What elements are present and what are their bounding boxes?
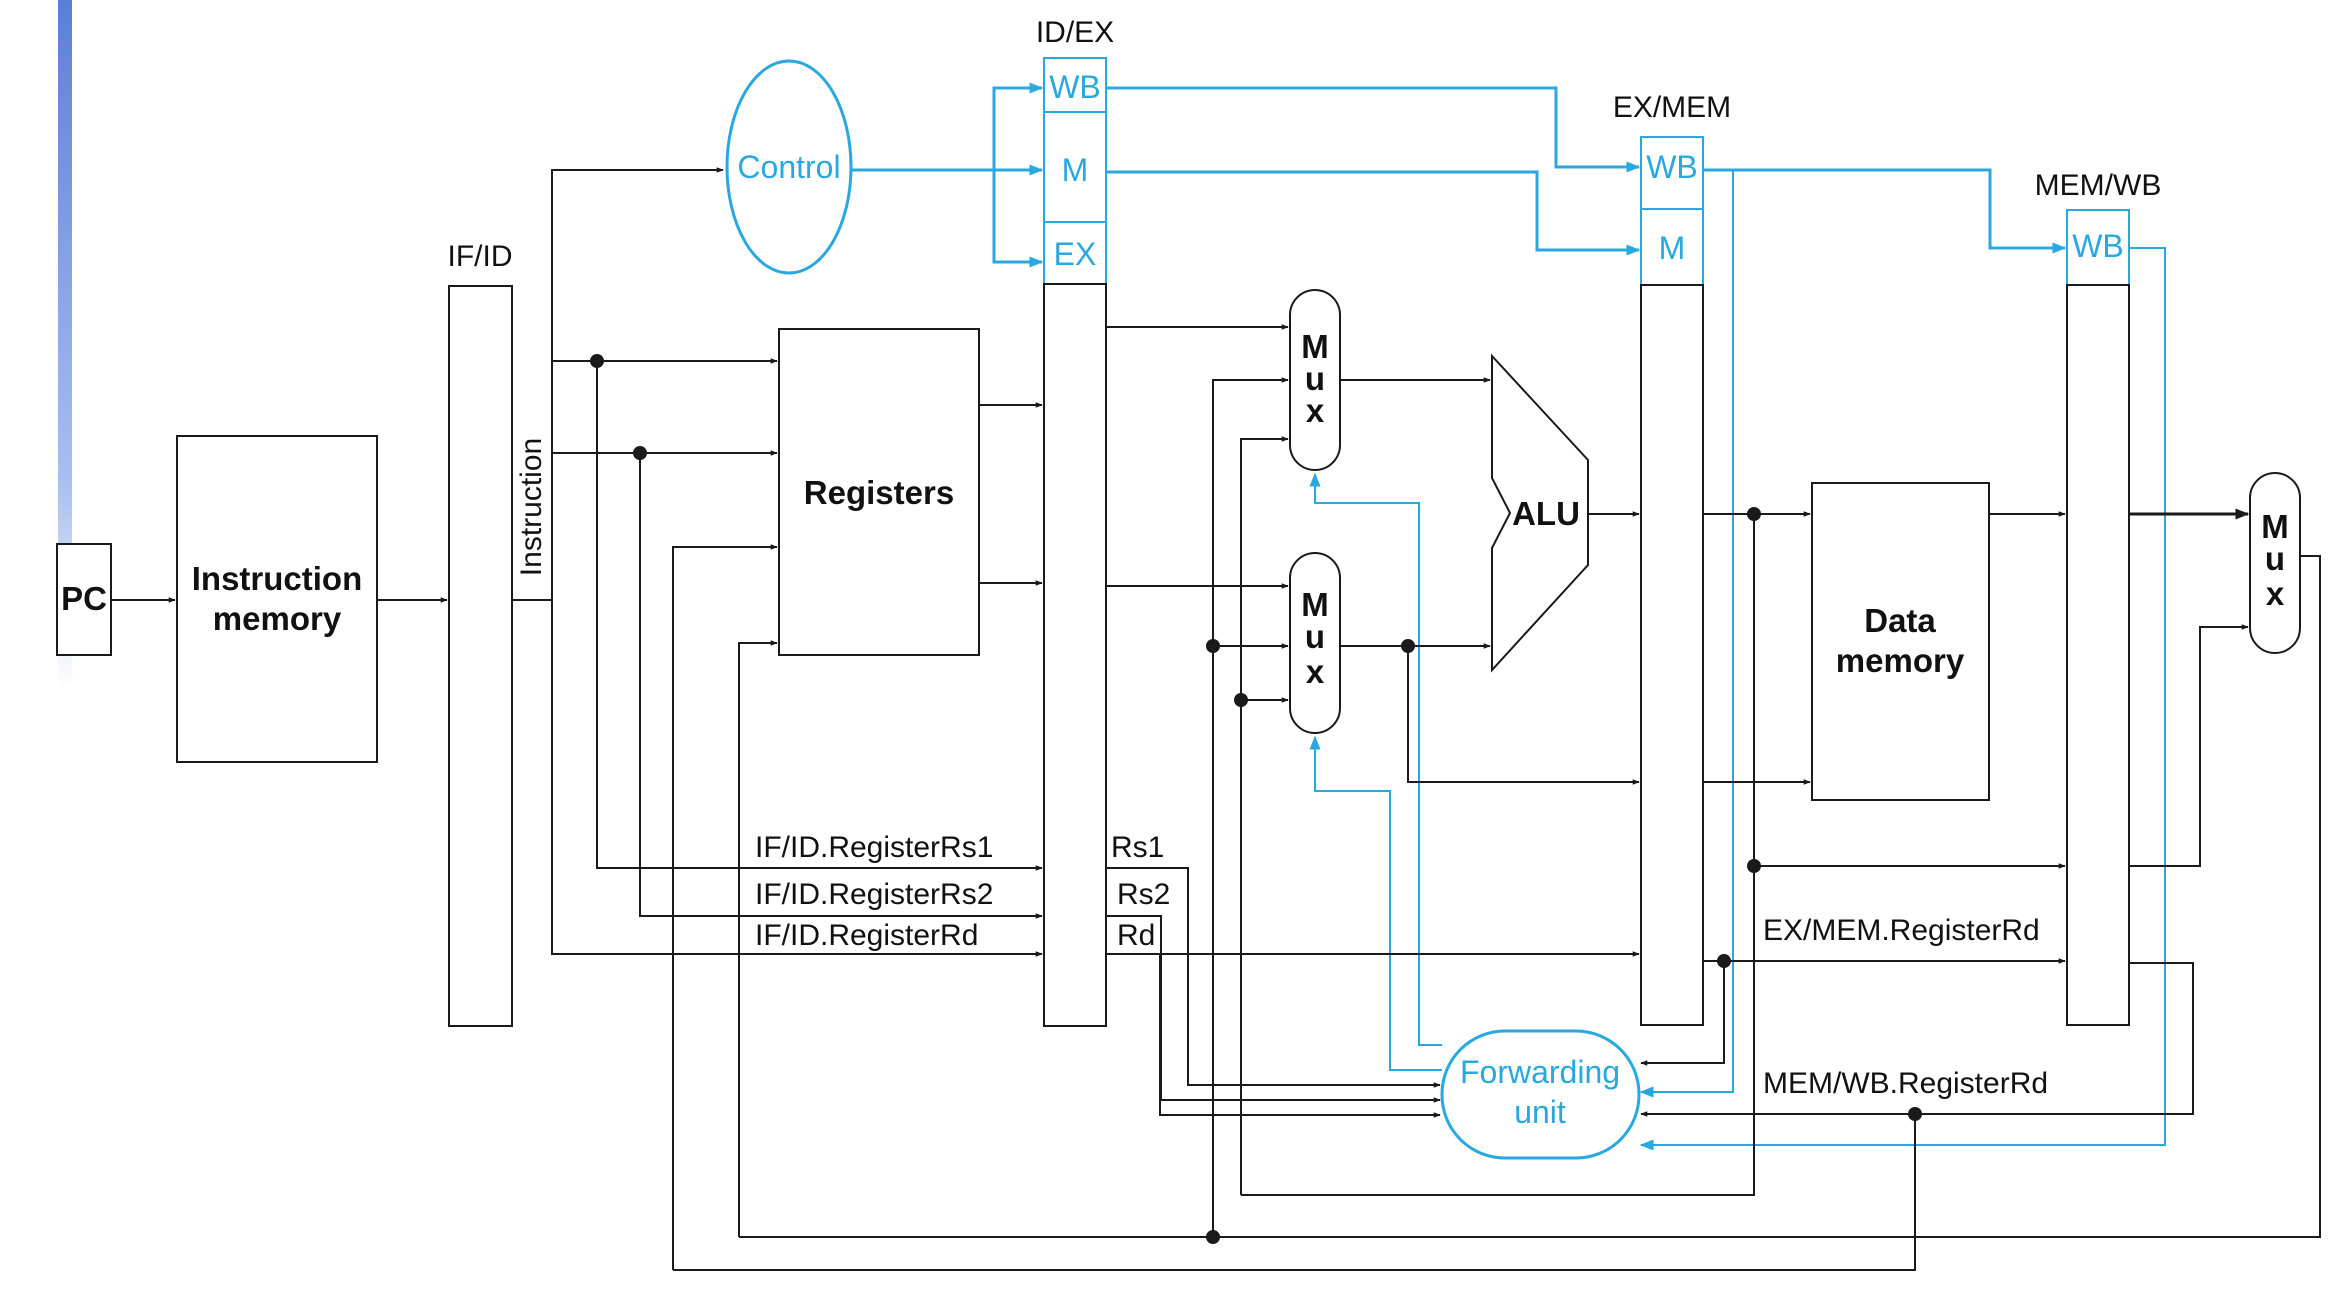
ex-mem-wb-field: WB bbox=[1646, 149, 1698, 185]
instruction-memory-label-1: Instruction bbox=[192, 560, 363, 597]
pc-label: PC bbox=[61, 580, 107, 617]
id-ex-register: ID/EX WB M EX bbox=[1036, 16, 1114, 1027]
mux-b: M u x bbox=[1289, 552, 1341, 734]
ex-mem-register: EX/MEM WB M bbox=[1613, 91, 1731, 1026]
mux-wb-x: x bbox=[2266, 575, 2285, 612]
registers-label: Registers bbox=[804, 474, 954, 511]
instruction-memory-block: Instruction memory bbox=[176, 435, 378, 763]
control-wires bbox=[851, 82, 2166, 1151]
rd-label: Rd bbox=[1117, 919, 1155, 952]
mux-wb-u: u bbox=[2265, 540, 2285, 577]
id-ex-ex-field: EX bbox=[1054, 236, 1097, 272]
ex-mem-rd-label: EX/MEM.RegisterRd bbox=[1763, 914, 2040, 947]
if-id-rd-label: IF/ID.RegisterRd bbox=[755, 919, 978, 952]
control-label: Control bbox=[737, 149, 840, 185]
mem-wb-register: MEM/WB WB bbox=[2035, 169, 2162, 1026]
data-memory-label-1: Data bbox=[1864, 602, 1936, 639]
ex-mem-m-field: M bbox=[1659, 230, 1686, 266]
mux-wb-m: M bbox=[2261, 508, 2289, 545]
registers-block: Registers bbox=[778, 328, 980, 656]
instruction-memory-label-2: memory bbox=[213, 600, 342, 637]
junction-dots bbox=[590, 354, 1922, 1244]
mem-wb-wb-field: WB bbox=[2072, 228, 2124, 264]
rs1-label: Rs1 bbox=[1111, 831, 1164, 864]
mux-a-x: x bbox=[1306, 392, 1325, 429]
mux-b-x: x bbox=[1306, 653, 1325, 690]
rs2-label: Rs2 bbox=[1117, 878, 1170, 911]
if-id-rs2-label: IF/ID.RegisterRs2 bbox=[755, 878, 993, 911]
mux-a: M u x bbox=[1289, 289, 1341, 471]
control-unit: Control bbox=[725, 59, 853, 275]
alu-label: ALU bbox=[1512, 495, 1580, 532]
if-id-rs1-label: IF/ID.RegisterRs1 bbox=[755, 831, 993, 864]
data-memory-label-2: memory bbox=[1836, 642, 1965, 679]
accent-bar bbox=[58, 0, 72, 690]
forwarding-label-1: Forwarding bbox=[1460, 1054, 1620, 1090]
if-id-register: IF/ID Instruction bbox=[448, 240, 548, 1027]
mux-wb: M u x bbox=[2249, 472, 2301, 654]
alu-block: ALU bbox=[1491, 353, 1589, 673]
data-wires bbox=[111, 167, 2321, 1271]
pc-block: PC bbox=[56, 543, 112, 656]
forwarding-label-2: unit bbox=[1514, 1094, 1566, 1130]
signal-labels: IF/ID.RegisterRs1 IF/ID.RegisterRs2 IF/I… bbox=[755, 831, 2048, 1100]
mem-wb-rd-label: MEM/WB.RegisterRd bbox=[1763, 1067, 2048, 1100]
ex-mem-label: EX/MEM bbox=[1613, 91, 1731, 124]
id-ex-m-field: M bbox=[1062, 152, 1089, 188]
mux-b-m: M bbox=[1301, 586, 1329, 623]
if-id-label: IF/ID bbox=[448, 240, 513, 273]
mux-a-u: u bbox=[1305, 360, 1325, 397]
forwarding-unit: Forwarding unit bbox=[1440, 1029, 1641, 1160]
id-ex-label: ID/EX bbox=[1036, 16, 1114, 49]
id-ex-wb-field: WB bbox=[1049, 69, 1101, 105]
data-memory-block: Data memory bbox=[1811, 482, 1990, 801]
mem-wb-label: MEM/WB bbox=[2035, 169, 2162, 202]
instruction-label: Instruction bbox=[515, 438, 548, 576]
mux-a-m: M bbox=[1301, 328, 1329, 365]
mux-b-u: u bbox=[1305, 618, 1325, 655]
